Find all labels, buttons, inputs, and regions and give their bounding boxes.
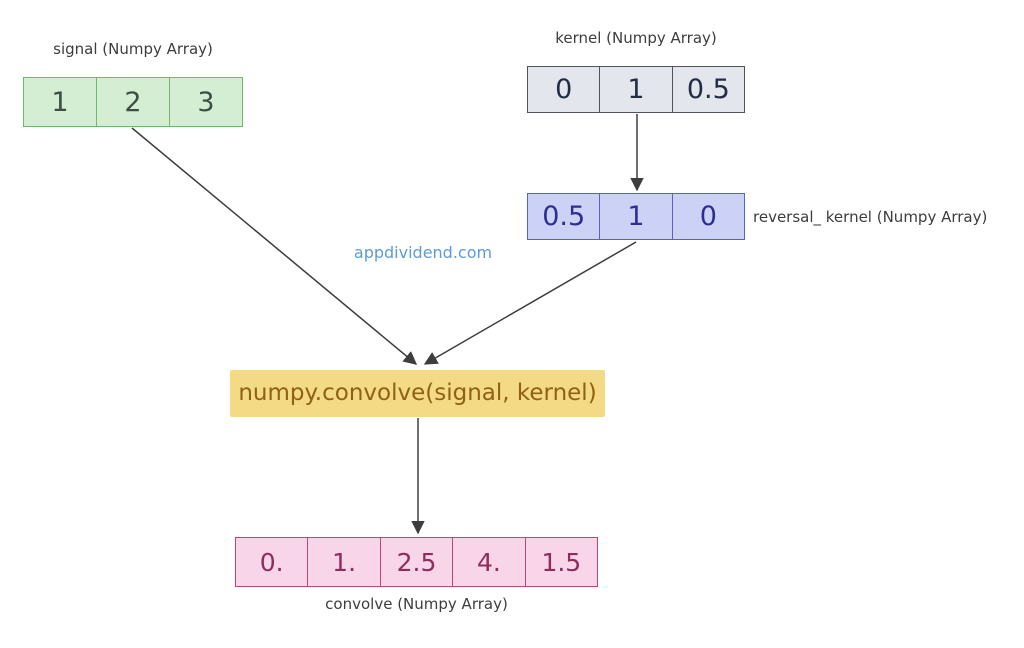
convolve-cell: 4.: [452, 538, 524, 586]
signal-cell: 2: [96, 78, 169, 126]
convolve-cell: 1.: [307, 538, 379, 586]
convolve-cell: 2.5: [379, 538, 452, 586]
kernel-cell: 0.5: [671, 67, 744, 112]
kernel-array-label: kernel (Numpy Array): [555, 29, 717, 47]
reversal-kernel-cell: 1: [599, 194, 671, 239]
convolve-cell: 0.: [259, 547, 284, 577]
watermark-text: appdividend.com: [353, 243, 493, 262]
signal-array-label: signal (Numpy Array): [53, 40, 213, 58]
kernel-cell: 1: [599, 67, 671, 112]
signal-cell: 1: [51, 86, 69, 118]
reversal-kernel-cell: 0: [671, 194, 744, 239]
convolve-array-label: convolve (Numpy Array): [325, 595, 508, 613]
reversal-kernel-cell: 0.5: [542, 201, 586, 232]
kernel-cell: 0: [555, 74, 573, 105]
signal-cell: 3: [169, 78, 242, 126]
convolve-function-box: numpy.convolve(signal, kernel): [230, 370, 605, 417]
reversal-kernel-array-label: reversal_ kernel (Numpy Array): [753, 208, 988, 226]
convolve-cell: 1.5: [524, 538, 597, 586]
